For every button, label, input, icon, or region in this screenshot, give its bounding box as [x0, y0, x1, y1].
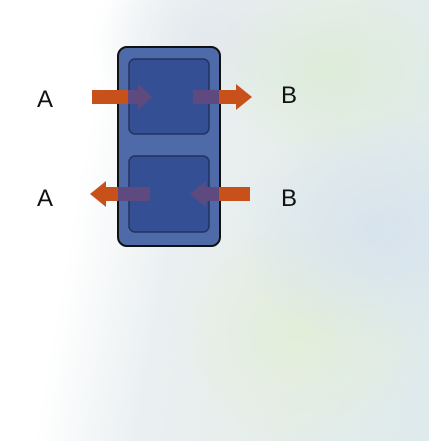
label-b-top: B: [281, 82, 298, 109]
arrow-b-to-cell: [219, 187, 250, 201]
arrow-cell-to-a: [90, 181, 118, 207]
label-a-bottom: A: [37, 185, 54, 212]
arrow-a-to-cell-overlap: [128, 84, 152, 110]
arrow-cell-to-b: [219, 84, 252, 110]
arrow-b-to-cell-overlap: [190, 181, 219, 207]
label-a-top: A: [37, 86, 54, 113]
arrow-cell-to-a-overlap: [118, 187, 150, 201]
arrow-cell-to-b-overlap: [193, 90, 219, 104]
arrow-a-to-cell: [92, 90, 128, 104]
label-b-bottom: B: [281, 185, 298, 212]
